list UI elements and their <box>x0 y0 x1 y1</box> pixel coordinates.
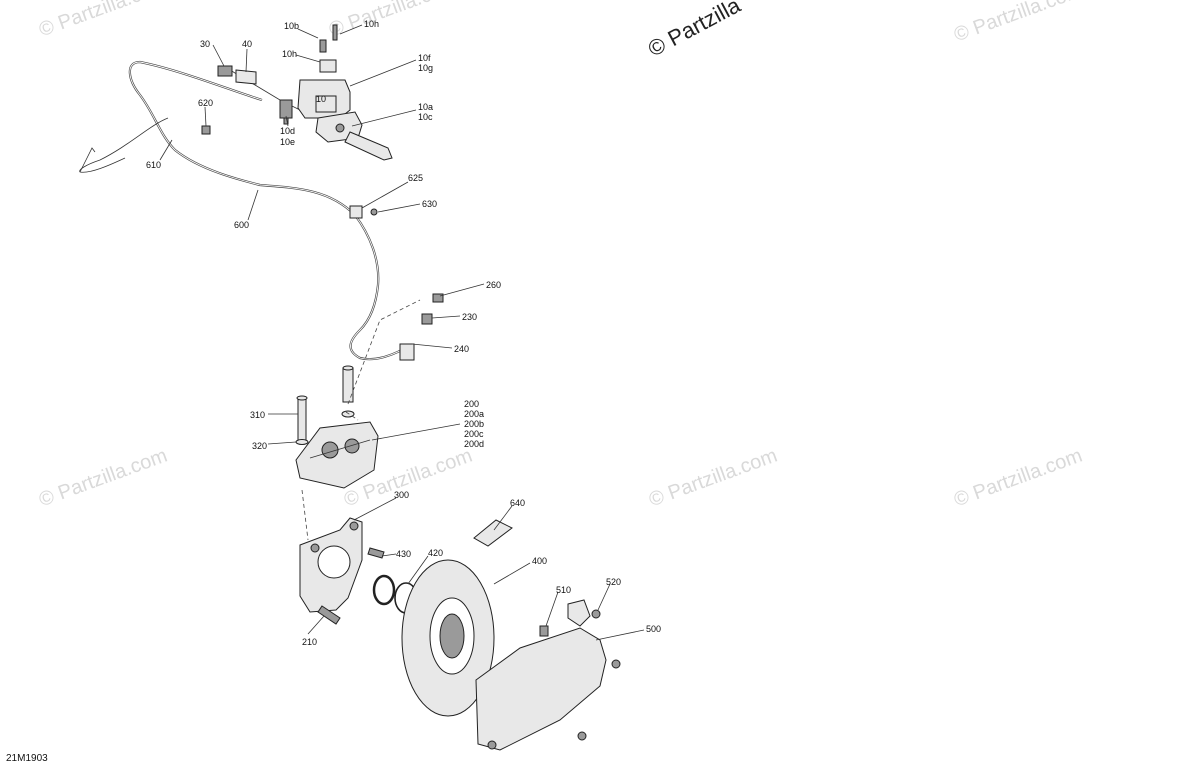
callout-10e: 10e <box>280 137 295 147</box>
diagram-code: 21M1903 <box>6 753 48 764</box>
callout-10g: 10g <box>418 63 433 73</box>
bolt-430 <box>367 547 385 559</box>
callout-610: 610 <box>146 160 161 170</box>
callout-630: 630 <box>422 199 437 209</box>
leader-lines <box>159 24 645 641</box>
clip-620 <box>201 125 211 135</box>
callout-210: 210 <box>302 637 317 647</box>
callout-200b: 200b <box>464 419 484 429</box>
callout-200d: 200d <box>464 439 484 449</box>
alignment-line <box>347 299 421 405</box>
callout-420: 420 <box>428 548 443 558</box>
callout-10h: 10h <box>364 19 379 29</box>
caliper-bracket-300 <box>299 517 363 613</box>
bolt-510 <box>539 625 549 637</box>
master-cylinder-10 <box>297 24 351 119</box>
callout-230: 230 <box>462 312 477 322</box>
callout-10c: 10c <box>418 112 433 122</box>
callout-200: 200 <box>464 399 479 409</box>
callout-310: 310 <box>250 410 265 420</box>
callout-40: 40 <box>242 39 252 49</box>
callout-10a: 10a <box>418 102 433 112</box>
callout-500: 500 <box>646 624 661 634</box>
brake-pad-640 <box>473 519 513 547</box>
callout-600: 600 <box>234 220 249 230</box>
callout-10d: 10d <box>280 126 295 136</box>
callout-30: 30 <box>200 39 210 49</box>
callout-300: 300 <box>394 490 409 500</box>
callout-200c: 200c <box>464 429 484 439</box>
callout-200a: 200a <box>464 409 484 419</box>
callout-520: 520 <box>606 577 621 587</box>
banjo-bolt-240 <box>399 343 415 361</box>
disc-guard-500 <box>475 599 621 751</box>
callout-625: 625 <box>408 173 423 183</box>
bolt-210 <box>317 605 341 625</box>
callout-260: 260 <box>486 280 501 290</box>
alignment-line <box>301 489 309 541</box>
callout-10b: 10b <box>284 21 299 31</box>
brake-lever-10a <box>315 111 393 161</box>
brake-disc-400 <box>401 559 495 717</box>
callout-620: 620 <box>198 98 213 108</box>
fitting-230 <box>421 313 433 325</box>
alignment-line <box>345 411 359 421</box>
brake-caliper-200 <box>295 421 379 489</box>
wire-harness-610 <box>79 69 301 173</box>
bolt-310 <box>295 395 309 445</box>
connector-30-40 <box>217 65 257 85</box>
brake-line-600 <box>128 60 411 361</box>
clip-625 <box>349 205 378 219</box>
callout-640: 640 <box>510 498 525 508</box>
callout-430: 430 <box>396 549 411 559</box>
callout-320: 320 <box>252 441 267 451</box>
callout-10: 10 <box>316 94 326 104</box>
callout-400: 400 <box>532 556 547 566</box>
callout-10f: 10f <box>418 53 431 63</box>
callout-510: 510 <box>556 585 571 595</box>
banjo-fitting-10d <box>279 99 293 125</box>
bolt-sleeve <box>341 365 355 418</box>
callout-10h: 10h <box>282 49 297 59</box>
callout-240: 240 <box>454 344 469 354</box>
